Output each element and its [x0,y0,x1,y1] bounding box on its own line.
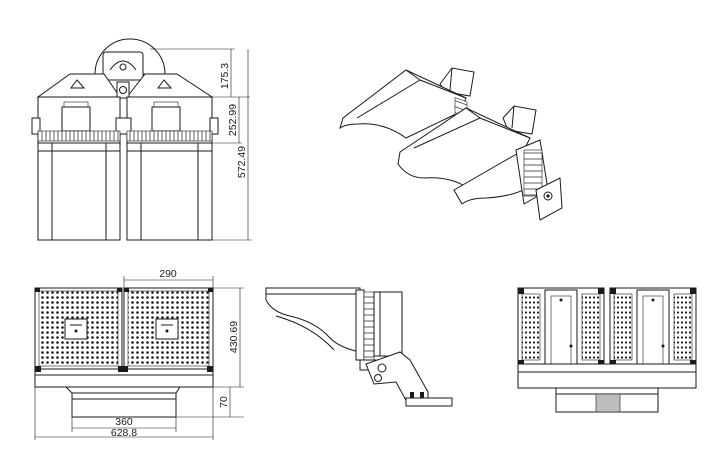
dim-front-height: 430.69 [228,321,240,353]
front-bracket [71,392,177,418]
reflector-left [37,142,121,241]
driver-box-right [151,106,181,132]
back-view [517,287,697,413]
dim-front-bracket-width: 360 [115,416,133,428]
front-view-dimensions: 290 430.69 70 360 628.8 [34,268,244,440]
side-view-dimensions: 175.3 252.99 572.49 [150,48,252,241]
dim-side-total: 572.49 [236,146,248,178]
dim-front-module-width: 290 [159,268,177,280]
profile-body [373,291,403,357]
module-right-label [155,318,179,340]
profile-frame [355,289,365,361]
driver-box-left [61,106,91,132]
dim-front-bracket-height: 70 [218,396,230,408]
isometric-view [339,67,563,221]
dim-side-top: 175.3 [219,63,231,89]
back-bracket-right [636,289,670,379]
iso-reflector-upper [339,69,467,139]
profile-view [265,287,453,407]
reflector-right [126,142,213,241]
back-base [517,363,697,389]
dim-front-total-width: 628.8 [111,427,137,439]
front-view [34,287,214,418]
back-bracket-left [544,289,578,379]
module-left-label [64,318,88,340]
side-view [31,38,219,241]
profile-shade [265,287,361,353]
profile-heatsink [363,291,375,363]
dim-side-mid: 252.99 [227,104,239,136]
